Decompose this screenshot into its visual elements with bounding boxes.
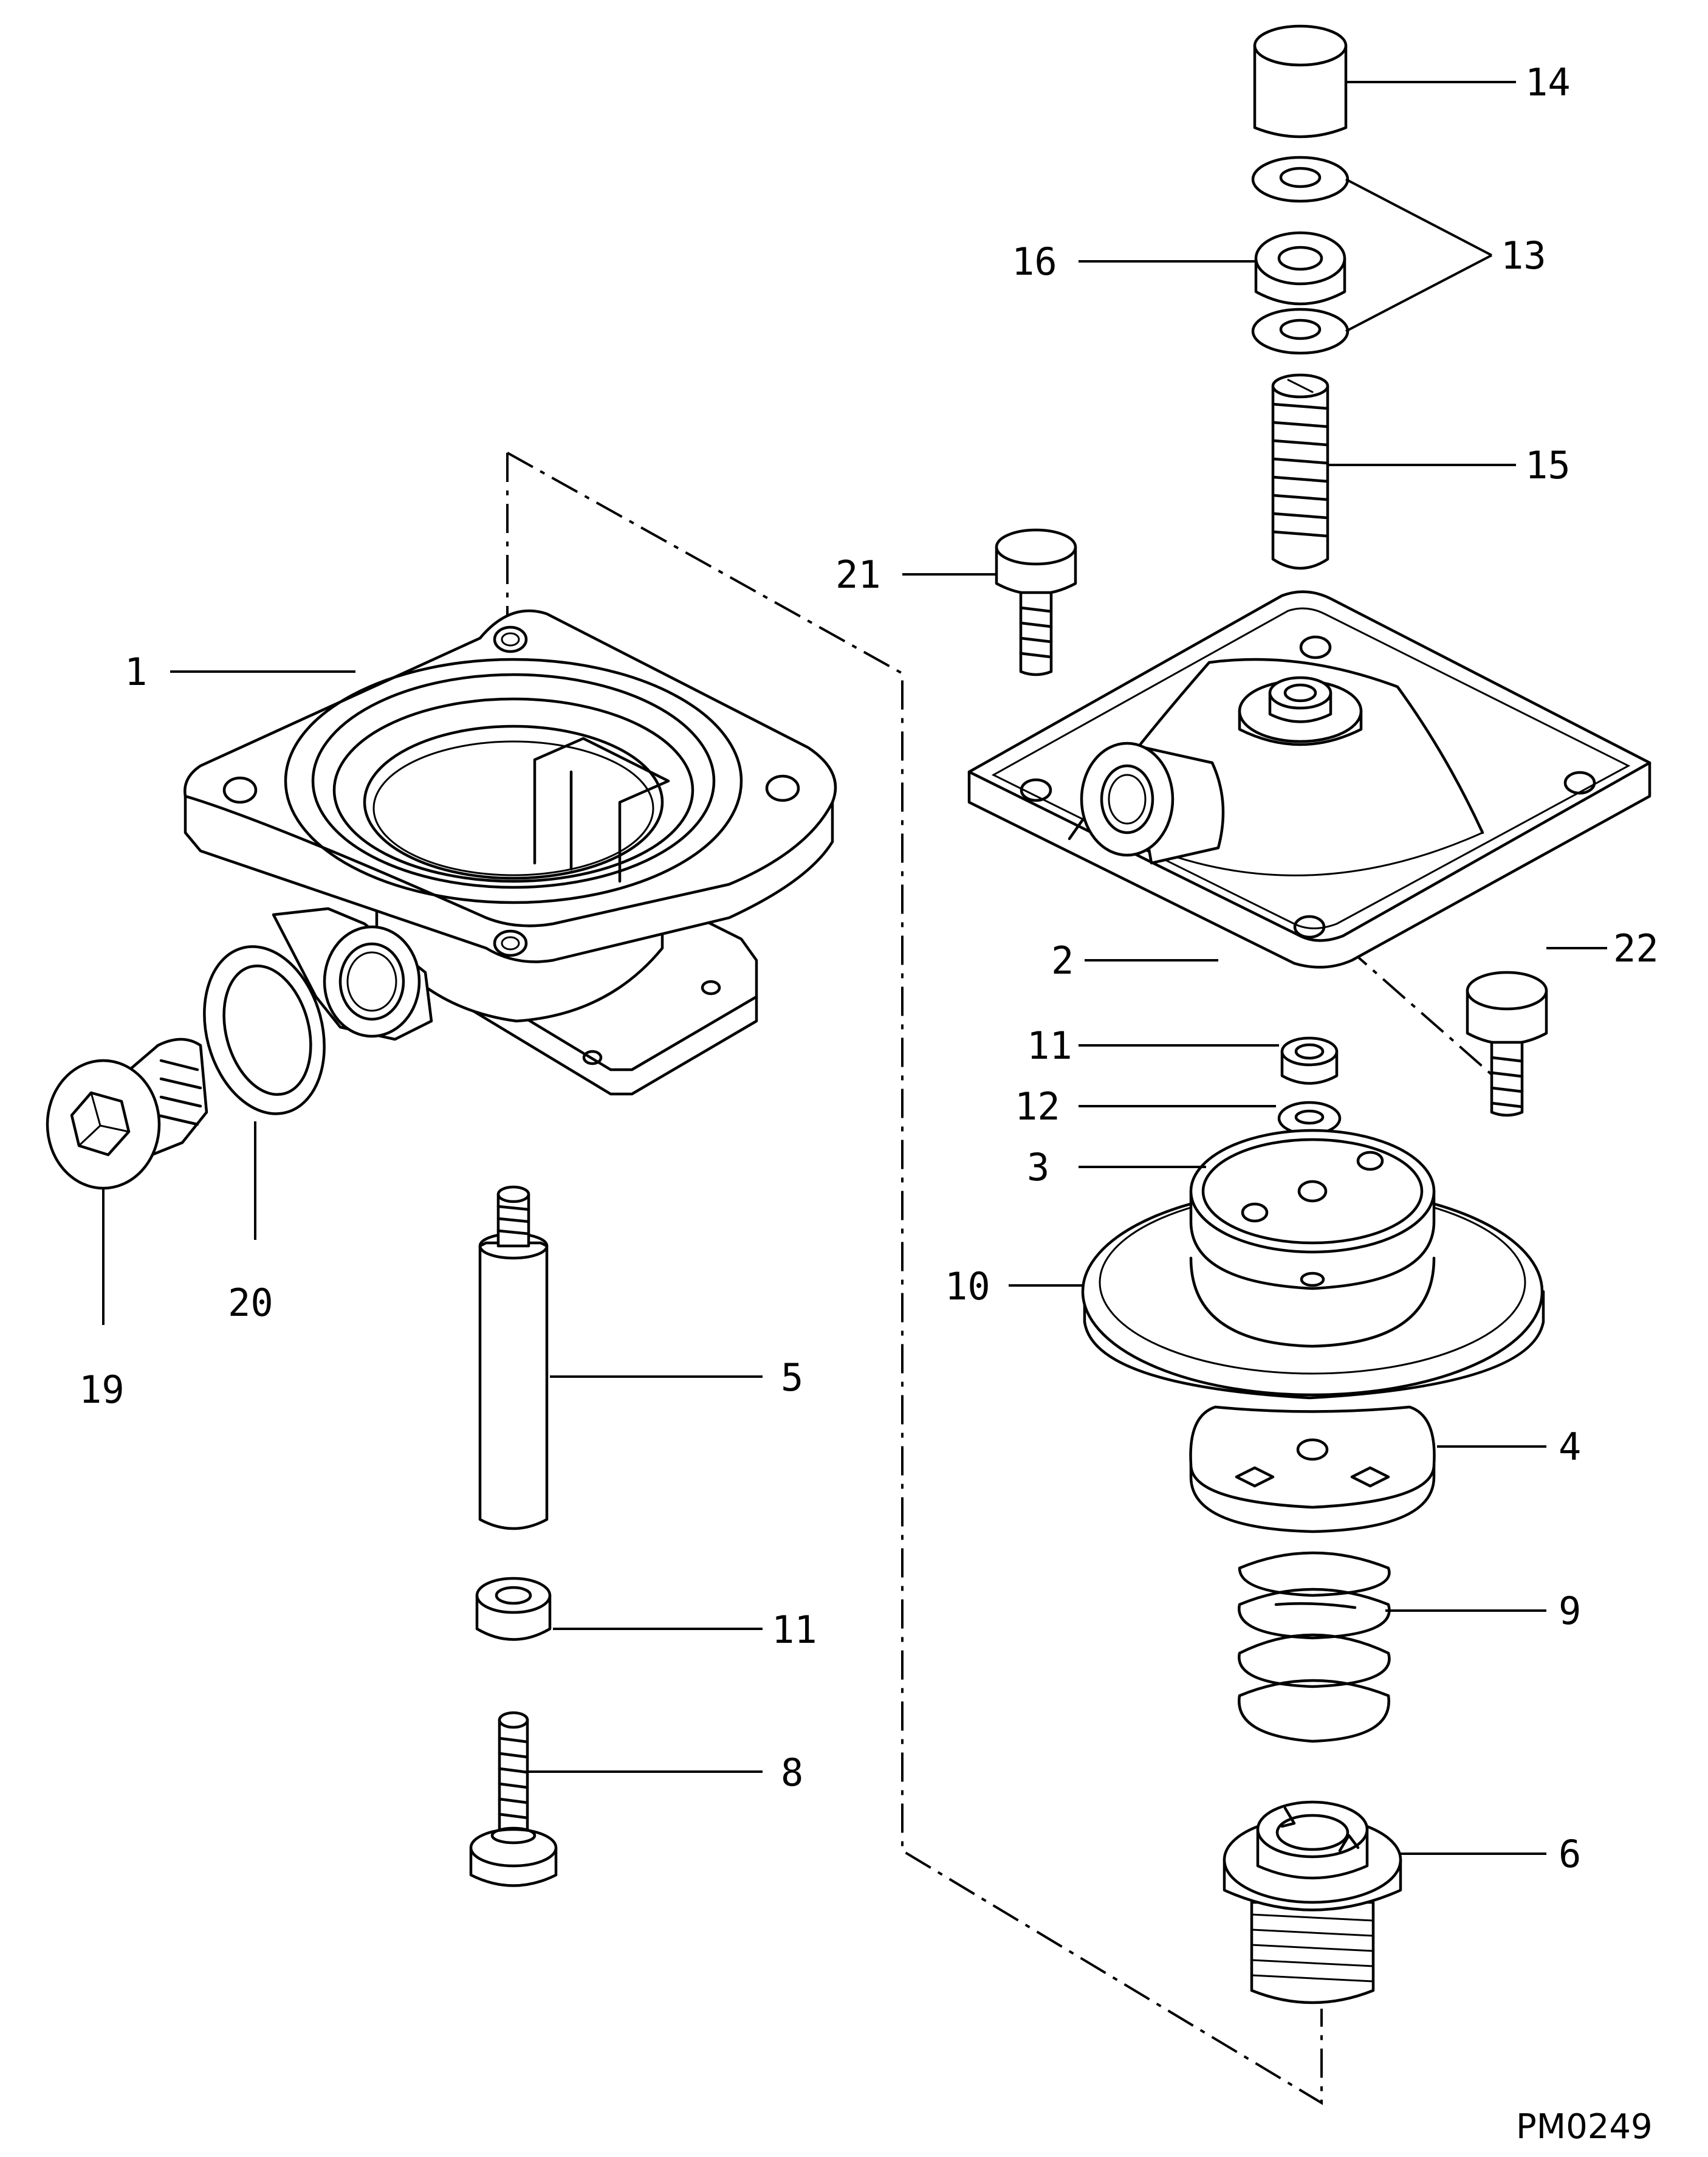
callout-8: 8 — [781, 1750, 803, 1795]
part-8-bolt — [469, 1711, 558, 1887]
callout-5: 5 — [781, 1355, 803, 1400]
part-11-nut-lower — [475, 1577, 552, 1641]
callout-11-lower: 11 — [772, 1608, 817, 1652]
part-13-washer-upper — [1251, 156, 1350, 203]
drawing-code: PM0249 — [1516, 2107, 1653, 2147]
part-2-cover — [967, 590, 1651, 969]
callout-21: 21 — [835, 552, 881, 597]
part-21-bolt — [995, 528, 1077, 676]
part-19-plug — [46, 1037, 208, 1190]
callout-3: 3 — [1027, 1145, 1049, 1189]
callout-labels: 1 2 3 4 5 6 8 9 10 11 11 12 13 14 15 16 … — [79, 60, 1659, 2147]
part-11-nut-upper — [1280, 1036, 1339, 1085]
callout-15: 15 — [1525, 443, 1571, 487]
part-4-lower-plate — [1189, 1405, 1436, 1533]
part-16-nut — [1254, 231, 1346, 306]
callout-20: 20 — [228, 1281, 273, 1325]
callout-6: 6 — [1559, 1832, 1581, 1876]
leader-lines — [102, 81, 1607, 1855]
part-20-washer — [203, 945, 326, 1115]
callout-16: 16 — [1012, 239, 1057, 284]
callout-2: 2 — [1051, 938, 1074, 983]
callout-11-upper: 11 — [1027, 1023, 1072, 1068]
part-9-spring — [1238, 1551, 1391, 1743]
part-13-washer-lower — [1251, 308, 1350, 355]
callout-22: 22 — [1613, 926, 1659, 971]
part-3-plate — [1189, 1129, 1436, 1290]
callout-19: 19 — [79, 1367, 125, 1412]
callout-13: 13 — [1501, 233, 1546, 278]
part-22-bolt — [1466, 971, 1548, 1117]
part-6-fitting — [1223, 1800, 1402, 2004]
part-5-stud — [478, 1185, 549, 1530]
part-1-housing — [183, 609, 837, 1096]
callout-4: 4 — [1559, 1425, 1581, 1469]
callout-1: 1 — [125, 650, 147, 694]
callout-12: 12 — [1015, 1084, 1060, 1129]
callout-9: 9 — [1559, 1589, 1581, 1633]
part-14-cap — [1253, 24, 1348, 139]
part-15-adjusting-screw — [1271, 373, 1329, 570]
callout-14: 14 — [1525, 60, 1571, 105]
callout-10: 10 — [945, 1264, 990, 1309]
